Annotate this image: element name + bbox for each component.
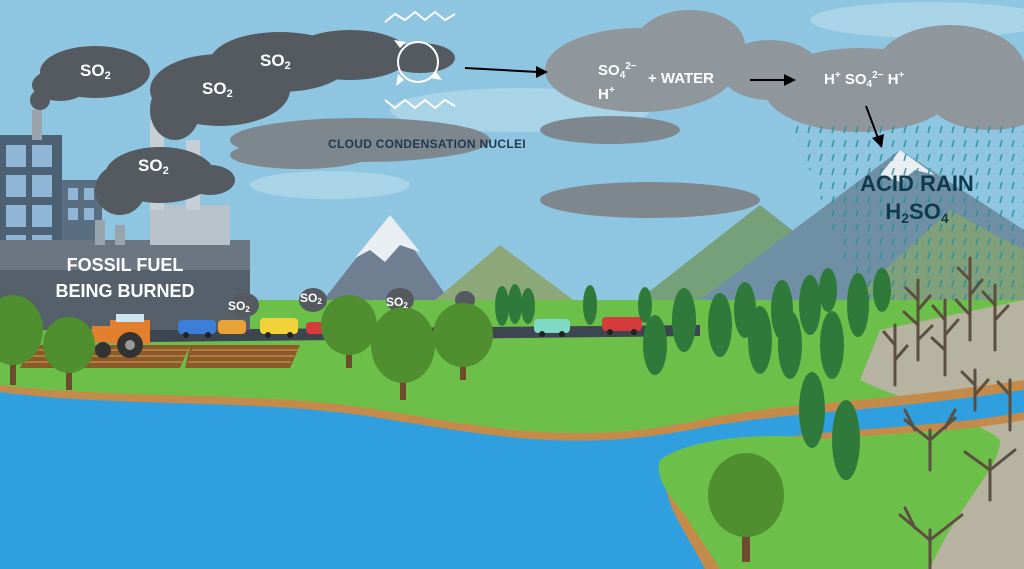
nuclei-cycle-icon <box>384 10 456 110</box>
process-arrows <box>464 66 884 148</box>
acid-rain-label: ACID RAIN H2SO4 <box>852 170 982 232</box>
healthy-trees <box>0 268 891 562</box>
so2-label: SO2 <box>202 79 233 100</box>
hydrogen-ion-label: H+ <box>598 85 615 103</box>
fossil-fuel-label: FOSSIL FUEL BEING BURNED <box>55 255 195 301</box>
so2-label: SO2 <box>138 156 169 177</box>
condensation-clouds <box>545 10 1024 132</box>
acid-rain-drops <box>790 120 1024 300</box>
dead-land <box>860 300 1024 569</box>
so2-car-label: SO2 <box>386 295 408 310</box>
lake <box>0 390 1024 569</box>
cars <box>178 317 642 338</box>
low-clouds <box>230 116 760 218</box>
sulfuric-acid-formula: H2SO4 <box>885 199 949 226</box>
ions-label: H+ SO42− H+ <box>824 70 905 90</box>
cloud-condensation-label: CLOUD CONDENSATION NUCLEI <box>328 137 526 151</box>
so2-car-label: SO2 <box>228 299 250 314</box>
so2-label: SO2 <box>80 61 111 82</box>
so2-label: SO2 <box>260 51 291 72</box>
so2-car-label: SO2 <box>300 291 322 306</box>
sulfate-label: SO42− <box>598 61 637 81</box>
dead-trees <box>882 256 1017 569</box>
tractor <box>92 314 150 358</box>
plus-water-label: + WATER <box>648 70 714 87</box>
